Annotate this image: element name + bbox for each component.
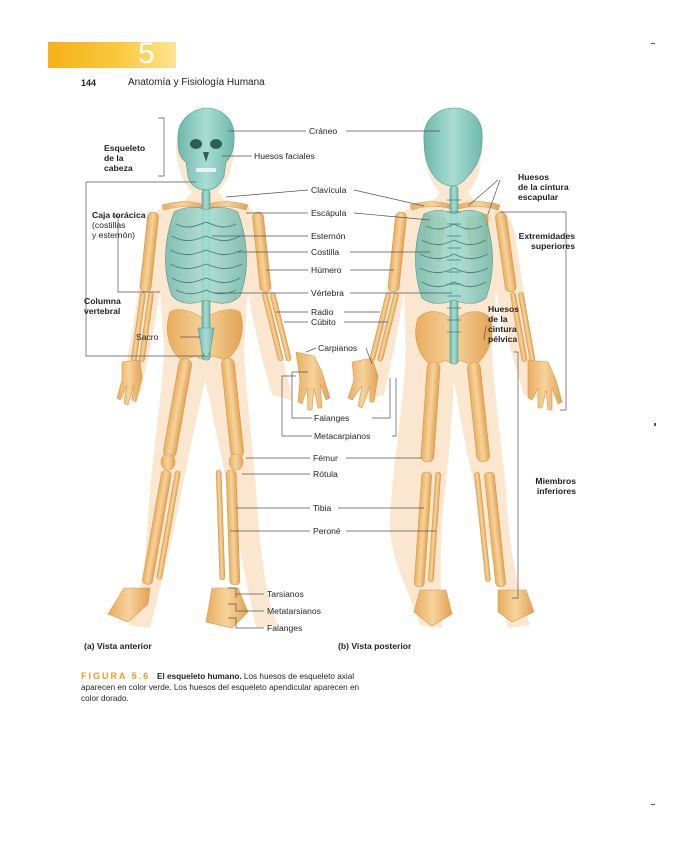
crop-mark <box>651 804 655 805</box>
label-clavicula: Clavícula <box>311 185 347 195</box>
label-cubito: Cúbito <box>311 317 336 327</box>
anterior-rib-lines <box>169 221 243 295</box>
chapter-tab <box>48 42 176 68</box>
figure-caption: FIGURA 5.6 El esqueleto humano. Los hues… <box>81 671 371 704</box>
label-costilla: Costilla <box>311 247 340 257</box>
label-vista-posterior: (b) Vista posterior <box>338 641 412 651</box>
label-cintura-pelvica: Huesos de la cintura pélvica <box>488 304 520 344</box>
label-esqueleto-cabeza: Esqueleto de la cabeza <box>104 143 146 173</box>
running-title: Anatomía y Fisiología Humana <box>128 77 265 88</box>
label-femur: Fémur <box>313 453 338 463</box>
anterior-axial-bones <box>165 107 247 361</box>
posterior-vertebra-ticks <box>447 199 461 333</box>
label-vertebra: Vértebra <box>311 288 344 298</box>
label-falanges-pie: Falanges <box>267 623 303 633</box>
label-radio: Radio <box>311 307 334 317</box>
label-escapula: Escápula <box>311 208 347 218</box>
label-extremidades-superiores: Extremidades superiores <box>518 231 575 251</box>
label-columna-vertebral: Columna vertebral <box>84 296 121 316</box>
label-cintura-escapular: Huesos de la cintura escapular <box>518 172 569 202</box>
label-tarsianos: Tarsianos <box>267 589 304 599</box>
label-huesos-faciales: Huesos faciales <box>254 151 315 161</box>
caption-figure-number: FIGURA 5.6 <box>81 671 151 681</box>
leader-lines <box>85 117 567 629</box>
label-metatarsianos: Metatarsianos <box>267 606 321 616</box>
posterior-axial-bones <box>415 107 493 365</box>
anterior-face-features <box>190 139 222 172</box>
page-number: 144 <box>81 78 97 88</box>
label-humero: Húmero <box>311 265 342 275</box>
label-rotula: Rótula <box>313 469 338 479</box>
label-caja-toracica: Caja torácica (costillas y esternón) <box>92 210 146 240</box>
label-tibia: Tibia <box>313 503 332 513</box>
label-vista-anterior: (a) Vista anterior <box>84 641 152 651</box>
label-falanges-mano: Falanges <box>314 413 350 423</box>
label-carpianos: Carpianos <box>318 343 358 353</box>
label-perone: Peroné <box>313 526 341 536</box>
caption-title: El esqueleto humano. <box>157 672 242 681</box>
label-miembros-inferiores: Miembros inferiores <box>535 476 576 496</box>
edge-mark <box>654 423 656 426</box>
label-esternon: Esternón <box>311 231 346 241</box>
label-craneo: Cráneo <box>309 126 338 136</box>
chapter-number: 5 <box>138 37 155 70</box>
crop-mark <box>651 43 655 44</box>
label-metacarpianos: Metacarpianos <box>314 431 371 441</box>
label-sacro: Sacro <box>136 332 159 342</box>
caption-text: Los huesos de esqueleto axial aparecen e… <box>81 672 360 703</box>
